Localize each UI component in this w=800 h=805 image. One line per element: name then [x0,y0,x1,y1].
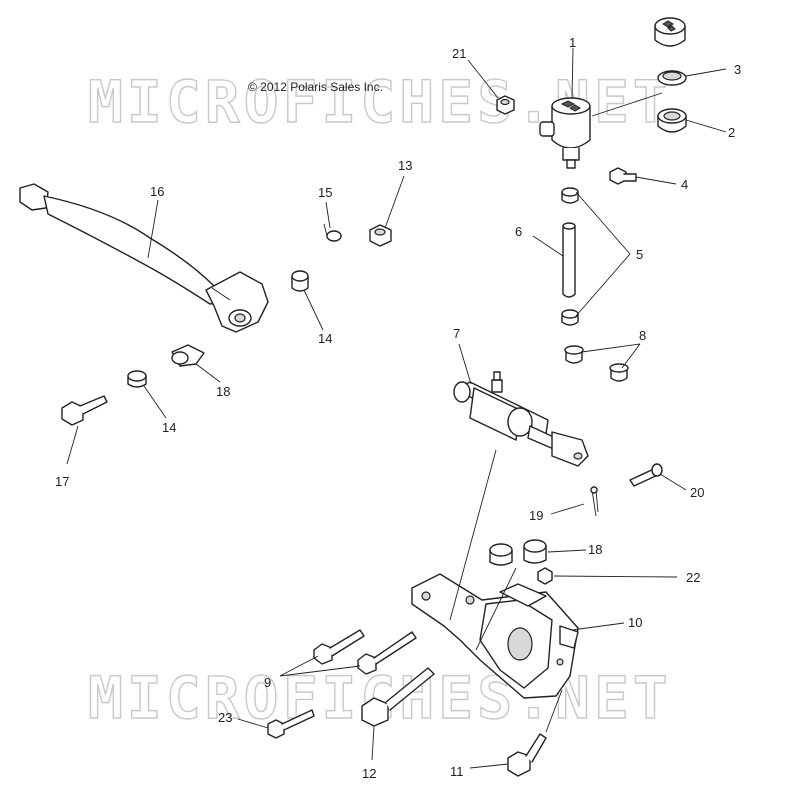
callout-labels: 1 2 3 4 5 6 7 8 9 10 11 12 13 14 14 15 1… [55,35,741,781]
part-10-bracket [411,573,579,699]
part-5-clamp-top [561,187,579,204]
part-5-clamp-bottom [561,309,579,326]
callout-3: 3 [734,62,741,77]
part-18-sleeve-right [489,539,547,566]
part-19-cotter-pin [590,486,599,517]
callout-16: 16 [150,184,164,199]
callout-19: 19 [529,508,543,523]
part-7-master-cylinder [453,371,589,467]
callout-23: 23 [218,710,232,725]
part-13-nut [369,224,392,247]
part-14-bushing-upper [291,270,309,292]
part-2-ring [657,108,687,133]
callout-2: 2 [728,125,735,140]
callout-5: 5 [636,247,643,262]
callout-8: 8 [639,328,646,343]
callout-6: 6 [515,224,522,239]
part-16-brake-pedal [19,183,269,333]
part-17-bolt [61,395,108,426]
callout-21: 21 [452,46,466,61]
part-6-hose [562,222,576,298]
part-3-diaphragm [657,70,687,86]
reservoir-cap [654,17,686,47]
callout-20: 20 [690,485,704,500]
callout-14-lower: 14 [162,420,176,435]
part-4-bolt [609,167,637,185]
callout-18-right: 18 [588,542,602,557]
part-11-bolt [507,733,547,777]
callout-11: 11 [450,764,464,779]
callout-22: 22 [686,570,700,585]
part-20-pin [629,463,663,487]
callout-4: 4 [681,177,688,192]
callout-7: 7 [453,326,460,341]
callout-18-left: 18 [216,384,230,399]
part-22-nut [537,567,553,585]
part-9-bolt-upper [313,629,365,665]
part-8-grommet-b [609,363,629,382]
callout-10: 10 [628,615,642,630]
part-18-sleeve-left [171,344,205,367]
part-12-bolt [361,667,435,727]
part-1-reservoir [539,97,591,169]
part-14-bushing-lower [127,370,147,388]
copyright-notice: © 2012 Polaris Sales Inc. [248,80,383,94]
part-15-clip [323,223,342,242]
callout-17: 17 [55,474,69,489]
callout-14-upper: 14 [318,331,332,346]
callout-1: 1 [569,35,576,50]
part-8-grommet-a [564,345,584,364]
part-9-bolt-lower [357,631,417,675]
callout-12: 12 [362,766,376,781]
leader-lines [66,47,727,769]
callout-9: 9 [264,675,271,690]
callout-15: 15 [318,185,332,200]
callout-13: 13 [398,158,412,173]
part-21-nut [496,95,515,115]
part-23-bolt [267,709,315,739]
